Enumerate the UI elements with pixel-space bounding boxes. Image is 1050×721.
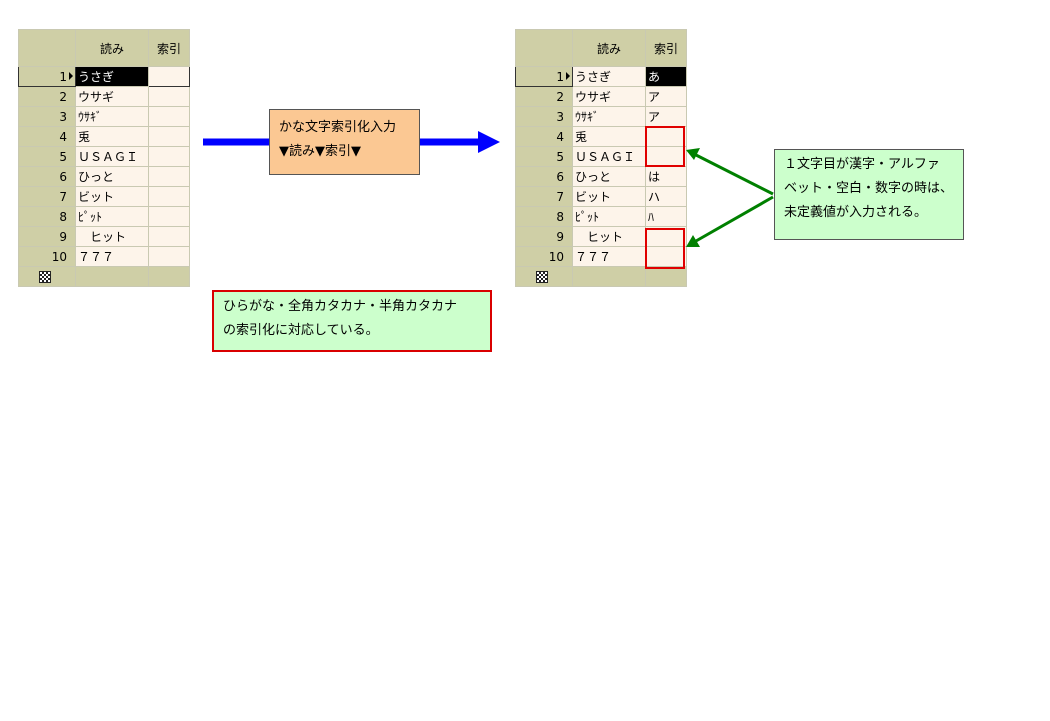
table-row[interactable]: 3 ｳｻｷﾞ: [18, 106, 190, 127]
row-number[interactable]: 2: [515, 86, 573, 107]
yomi-cell[interactable]: うさぎ: [75, 66, 149, 87]
corner-header[interactable]: [515, 29, 573, 67]
row-number[interactable]: 8: [515, 206, 573, 227]
table-row[interactable]: 3 ｳｻｷﾞ ア: [515, 106, 687, 127]
yomi-cell[interactable]: ウサギ: [572, 86, 646, 107]
process-callout: かな文字索引化入力 ▼読み▼索引▼: [269, 109, 420, 175]
new-record-row[interactable]: [18, 266, 190, 287]
note-callout-line: ベット・空白・数字の時は、: [784, 181, 954, 196]
yomi-cell[interactable]: ひっと: [75, 166, 149, 187]
row-number[interactable]: 7: [18, 186, 76, 207]
new-record-selector[interactable]: [515, 266, 573, 287]
table-row[interactable]: 2 ウサギ ア: [515, 86, 687, 107]
yomi-cell[interactable]: 兎: [572, 126, 646, 147]
row-number[interactable]: 3: [515, 106, 573, 127]
yomi-cell[interactable]: ７７７: [572, 246, 646, 267]
new-yomi-cell[interactable]: [75, 266, 149, 287]
index-cell[interactable]: [148, 206, 190, 227]
table-row[interactable]: 10 ７７７: [18, 246, 190, 267]
yomi-cell[interactable]: ＵＳＡＧＩ: [572, 146, 646, 167]
yomi-cell[interactable]: ｳｻｷﾞ: [75, 106, 149, 127]
note-callout-line: １文字目が漢字・アルファ: [784, 157, 940, 172]
process-callout-title: かな文字索引化入力: [279, 120, 397, 135]
row-number[interactable]: 9: [515, 226, 573, 247]
table-row[interactable]: 6 ひっと は: [515, 166, 687, 187]
index-cell[interactable]: [148, 166, 190, 187]
row-number[interactable]: 6: [515, 166, 573, 187]
table-row[interactable]: 4 兎: [515, 126, 687, 147]
table-row[interactable]: 4 兎: [18, 126, 190, 147]
new-record-row[interactable]: [515, 266, 687, 287]
index-cell[interactable]: [148, 146, 190, 167]
table-row[interactable]: 9 ヒット: [515, 226, 687, 247]
blue-arrow-head: [478, 131, 500, 153]
green-arrow-upper: [695, 153, 774, 196]
index-cell[interactable]: [148, 226, 190, 247]
index-cell[interactable]: は: [645, 166, 687, 187]
row-number[interactable]: 1: [515, 66, 573, 87]
index-cell[interactable]: [645, 226, 687, 247]
index-cell[interactable]: [148, 86, 190, 107]
yomi-cell[interactable]: ヒット: [572, 226, 646, 247]
yomi-cell[interactable]: ビット: [75, 186, 149, 207]
table-row[interactable]: 6 ひっと: [18, 166, 190, 187]
yomi-cell[interactable]: ＵＳＡＧＩ: [75, 146, 149, 167]
yomi-cell[interactable]: 兎: [75, 126, 149, 147]
table-row[interactable]: 7 ビット: [18, 186, 190, 207]
index-cell[interactable]: [148, 106, 190, 127]
column-header-index[interactable]: 索引: [148, 29, 190, 67]
new-record-icon: [536, 271, 548, 283]
new-index-cell[interactable]: [148, 266, 190, 287]
note-callout-line: 未定義値が入力される。: [784, 205, 928, 220]
process-callout-flow: ▼読み▼索引▼: [279, 144, 361, 159]
support-callout-line: ひらがな・全角カタカナ・半角カタカナ: [223, 299, 458, 314]
yomi-cell[interactable]: ｳｻｷﾞ: [572, 106, 646, 127]
table-row[interactable]: 5 ＵＳＡＧＩ: [18, 146, 190, 167]
row-number[interactable]: 9: [18, 226, 76, 247]
index-cell[interactable]: [148, 186, 190, 207]
table-row[interactable]: 10 ７７７: [515, 246, 687, 267]
yomi-cell[interactable]: うさぎ: [572, 66, 646, 87]
table-row[interactable]: 9 ヒット: [18, 226, 190, 247]
undefined-value-highlight: [645, 228, 685, 269]
index-cell[interactable]: ﾊ: [645, 206, 687, 227]
note-callout: １文字目が漢字・アルファ ベット・空白・数字の時は、 未定義値が入力される。: [774, 149, 964, 240]
yomi-cell[interactable]: ﾋﾟｯﾄ: [572, 206, 646, 227]
row-number[interactable]: 10: [18, 246, 76, 267]
yomi-cell[interactable]: ひっと: [572, 166, 646, 187]
support-callout-line: の索引化に対応している。: [223, 323, 379, 338]
table-row[interactable]: 8 ﾋﾟｯﾄ ﾊ: [515, 206, 687, 227]
table-row[interactable]: 1 うさぎ あ: [515, 66, 687, 87]
green-arrow-lower: [695, 195, 774, 243]
right-grid: 読み 索引 1 うさぎ あ 2 ウサギ ア 3 ｳｻｷﾞ ア 4 兎 5 ＵＳＡ…: [515, 29, 687, 287]
index-cell[interactable]: [645, 146, 687, 167]
yomi-cell[interactable]: ﾋﾟｯﾄ: [75, 206, 149, 227]
row-number[interactable]: 8: [18, 206, 76, 227]
undefined-value-highlight: [645, 126, 685, 167]
support-callout: ひらがな・全角カタカナ・半角カタカナ の索引化に対応している。: [212, 290, 492, 352]
row-number[interactable]: 1: [18, 66, 76, 87]
green-arrow-head-lower: [686, 235, 700, 247]
table-row[interactable]: 8 ﾋﾟｯﾄ: [18, 206, 190, 227]
yomi-cell[interactable]: ヒット: [75, 226, 149, 247]
new-index-cell[interactable]: [645, 266, 687, 287]
yomi-cell[interactable]: ７７７: [75, 246, 149, 267]
left-grid: 読み 索引 1 うさぎ 2 ウサギ 3 ｳｻｷﾞ 4 兎 5 ＵＳＡＧＩ 6 ひ…: [18, 29, 190, 287]
green-arrow-head-upper: [686, 148, 700, 160]
index-cell[interactable]: ハ: [645, 186, 687, 207]
row-number[interactable]: 4: [18, 126, 76, 147]
row-number[interactable]: 10: [515, 246, 573, 267]
column-header-index[interactable]: 索引: [645, 29, 687, 67]
table-row[interactable]: 5 ＵＳＡＧＩ: [515, 146, 687, 167]
new-record-selector[interactable]: [18, 266, 76, 287]
row-number[interactable]: 2: [18, 86, 76, 107]
column-header-yomi[interactable]: 読み: [572, 29, 646, 67]
index-cell[interactable]: ア: [645, 86, 687, 107]
row-number[interactable]: 3: [18, 106, 76, 127]
new-record-icon: [39, 271, 51, 283]
index-cell[interactable]: あ: [645, 66, 687, 87]
